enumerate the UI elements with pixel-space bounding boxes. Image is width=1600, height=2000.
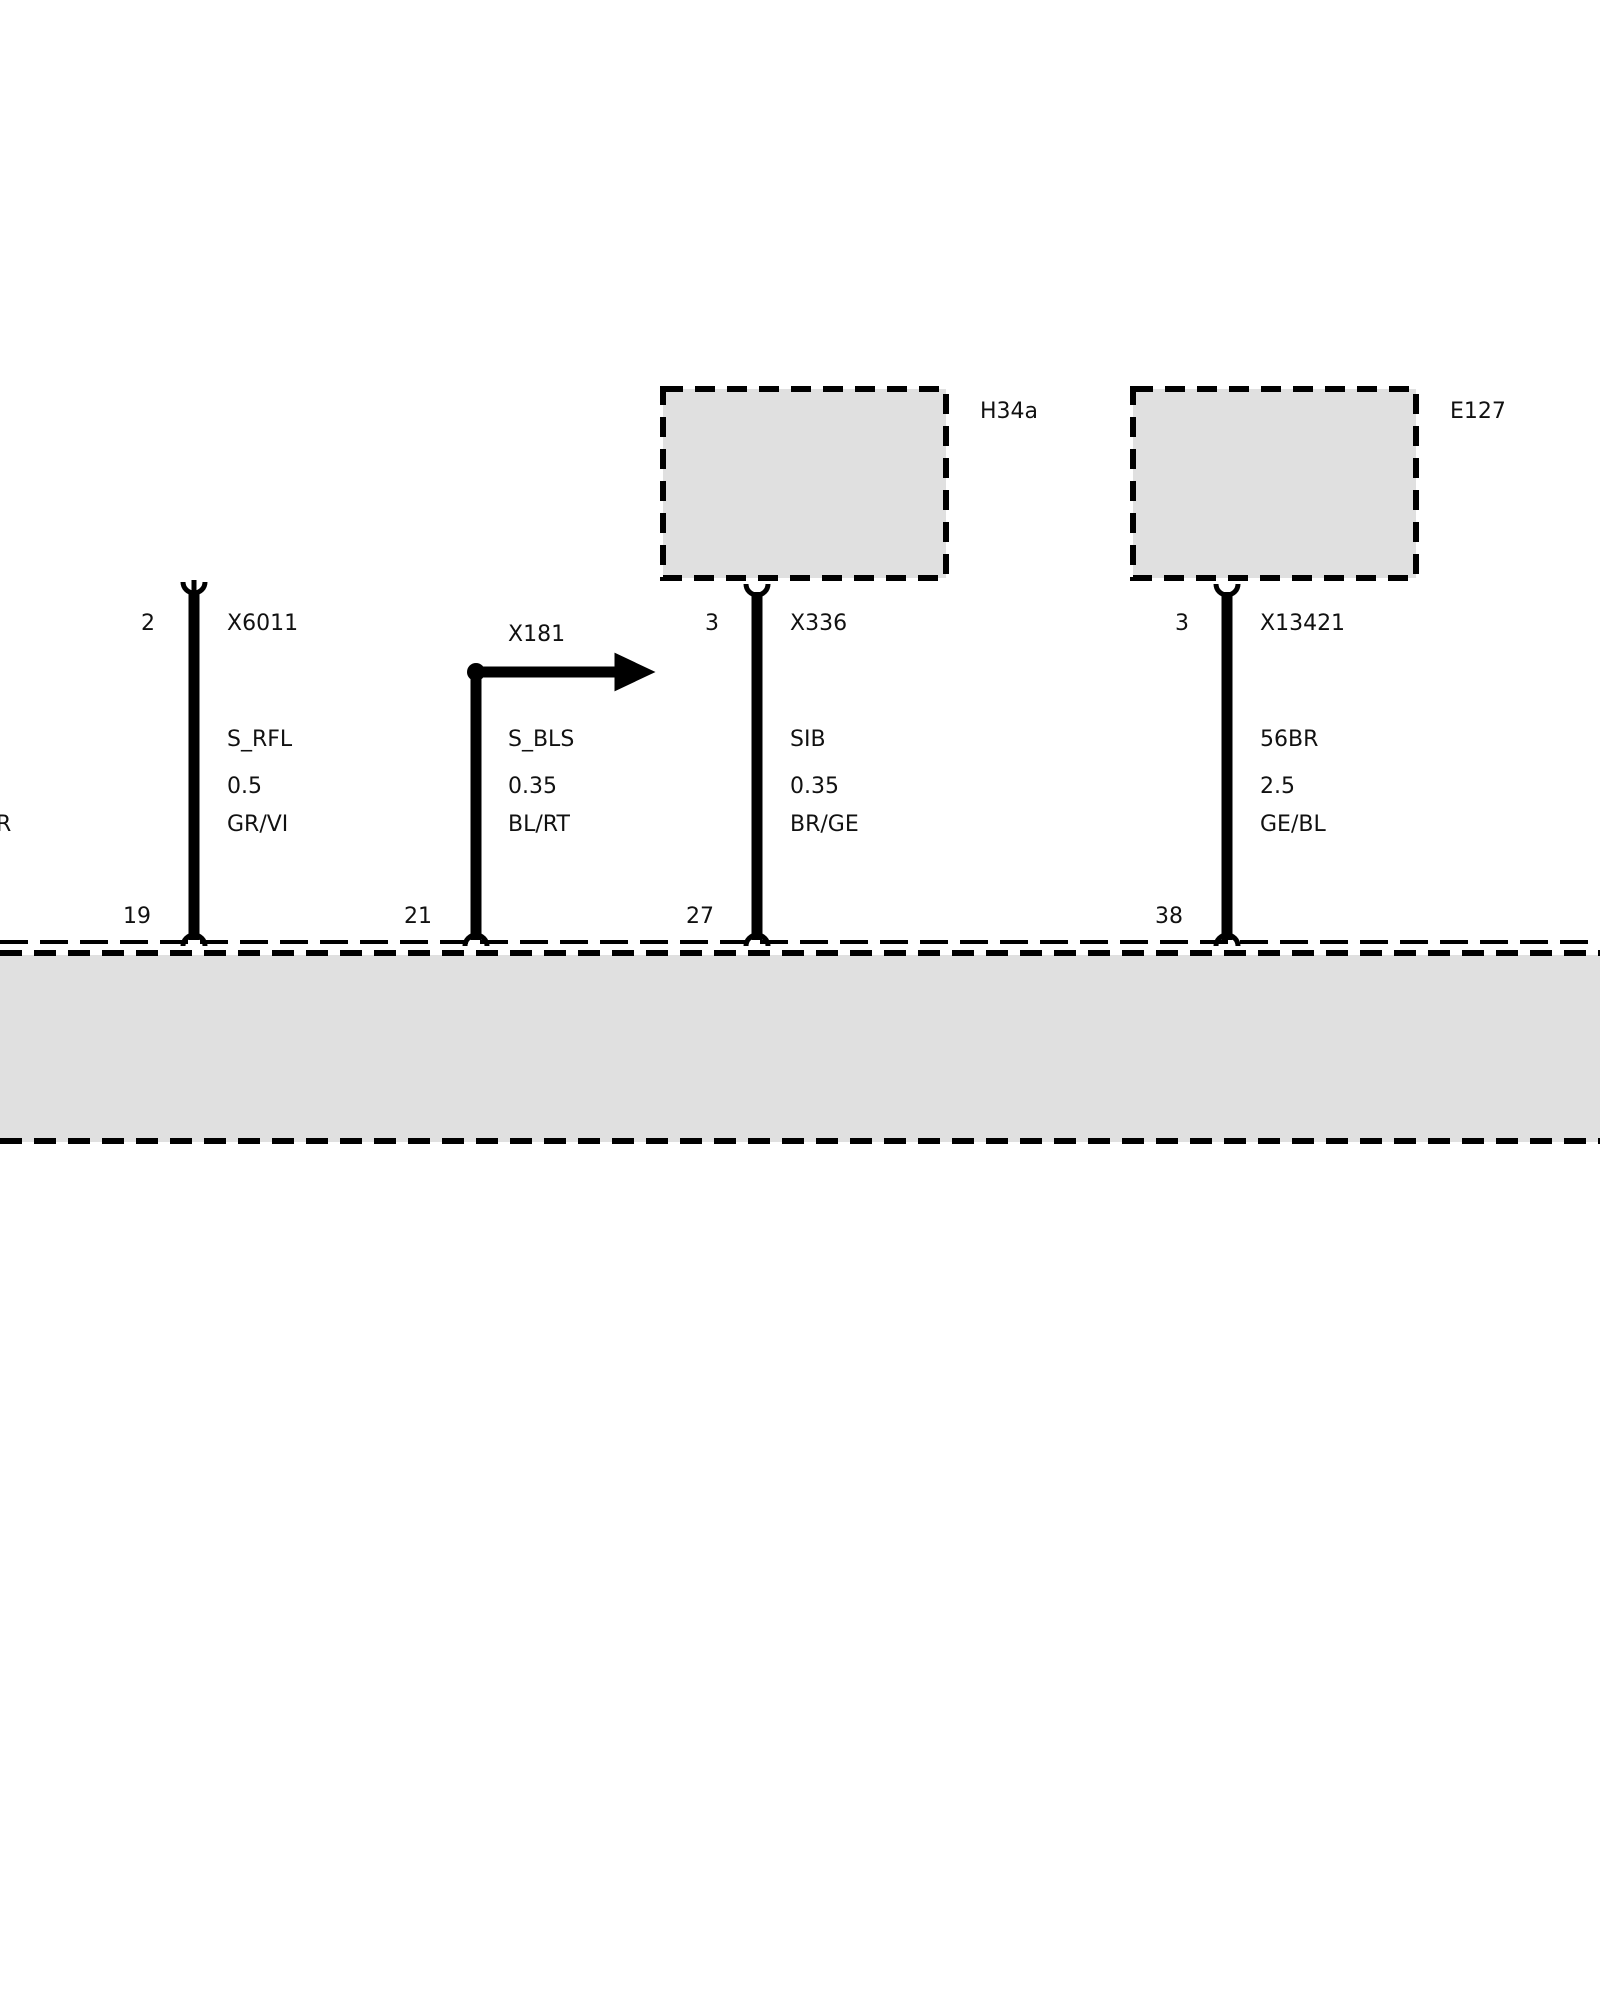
connector-label: X336 [790, 611, 847, 636]
signal-name: S_RFL [227, 727, 293, 752]
wire-color-code: BR/GE [790, 812, 859, 837]
wire-gauge: 0.35 [790, 774, 839, 799]
bottom-pin-number: 21 [404, 904, 432, 929]
wire-x336[interactable]: 3 X336 SIB 0.35 BR/GE 27 [686, 583, 859, 947]
partial-left-label: R [0, 812, 11, 837]
component-h34a-box[interactable] [660, 386, 949, 581]
top-pin-number: 3 [705, 611, 719, 636]
signal-name: 56BR [1260, 727, 1318, 752]
connector-hook-bottom [180, 932, 208, 947]
wire-color-code: GE/BL [1260, 812, 1326, 837]
wire-gauge: 0.5 [227, 774, 262, 799]
connector-label: X181 [508, 622, 565, 647]
wire-color-code: BL/RT [508, 812, 570, 837]
arrow-right-icon[interactable] [614, 652, 656, 692]
wire-color-code: GR/VI [227, 812, 288, 837]
connector-hook-bottom [743, 932, 771, 947]
wire-gauge: 0.35 [508, 774, 557, 799]
component-e127-label: E127 [1450, 399, 1506, 424]
top-pin-number: 3 [1175, 611, 1189, 636]
top-pin-number: 2 [141, 611, 155, 636]
control-unit-block: R [0, 812, 1600, 1144]
bottom-pin-number: 38 [1155, 904, 1183, 929]
wire-gauge: 2.5 [1260, 774, 1295, 799]
signal-name: S_BLS [508, 727, 574, 752]
connector-hook-bottom [1213, 932, 1241, 947]
connector-hook-bottom [462, 932, 490, 947]
connector-label: X13421 [1260, 611, 1345, 636]
component-e127-box[interactable] [1130, 386, 1419, 581]
bottom-pin-number: 27 [686, 904, 714, 929]
wire-x6011[interactable]: 2 X6011 S_RFL 0.5 GR/VI 19 [123, 580, 298, 947]
signal-name: SIB [790, 727, 826, 752]
component-h34a-label: H34a [980, 399, 1038, 424]
wire-x181[interactable]: X181 S_BLS 0.35 BL/RT 21 [404, 622, 656, 947]
connector-label: X6011 [227, 611, 298, 636]
bottom-pin-number: 19 [123, 904, 151, 929]
component-e127[interactable]: E127 [1130, 386, 1506, 581]
control-unit-fill [0, 955, 1600, 1142]
component-h34a[interactable]: H34a [660, 386, 1038, 581]
wire-x13421[interactable]: 3 X13421 56BR 2.5 GE/BL 38 [1155, 583, 1345, 947]
